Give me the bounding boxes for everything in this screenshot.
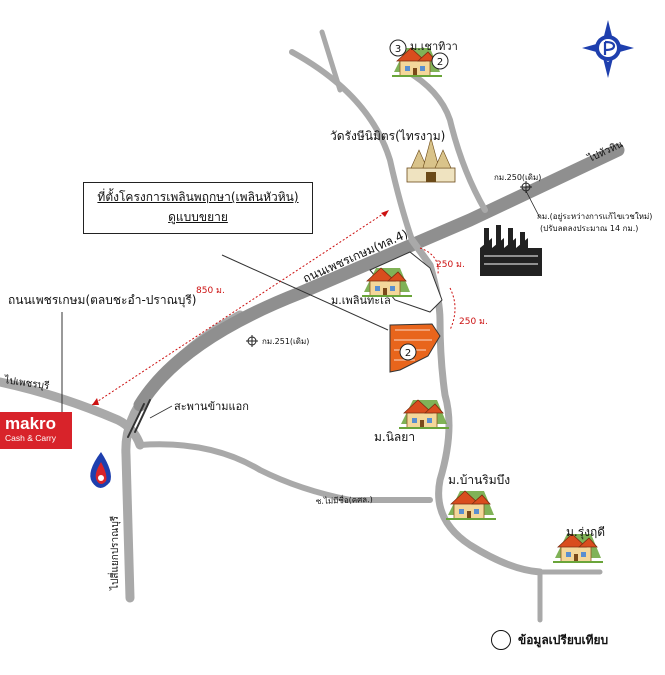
svg-text:2: 2	[437, 57, 443, 68]
house-icon	[445, 490, 497, 520]
badge-2-site: 2	[399, 343, 417, 361]
label-temple: วัดรังษีนิมิตร(ไทรงาม)	[330, 129, 445, 143]
label-to-pranburi: ไปสี่แยกปราณบุรี	[107, 515, 121, 591]
road-local	[137, 441, 433, 503]
km-marker-icon	[246, 335, 258, 347]
road-north-2	[319, 29, 343, 93]
label-village-nilaya: ม.นิลยา	[374, 430, 415, 444]
road-to-phetchaburi	[0, 377, 145, 450]
distance-lines	[91, 211, 456, 406]
label-local-road: ซ.ไม่มีชื่อ(คศล.)	[316, 493, 373, 506]
project-location-box[interactable]: ที่ตั้งโครงการเพลินพฤกษา(เพลินหัวหิน) ดู…	[83, 182, 313, 234]
label-village-rungruedee: ม.รุ่งฤดี	[566, 525, 605, 540]
km-marker-icon	[520, 181, 541, 219]
road-site-south	[408, 236, 544, 576]
label-village-ban-rim-bueng: ม.บ้านริมบึง	[448, 473, 510, 487]
temple-icon	[406, 136, 456, 183]
label-distance-250b: 250 ม.	[459, 317, 488, 327]
label-km250: กม.250(เดิม)	[494, 173, 541, 182]
distance-line-850	[91, 211, 387, 406]
label-km-note-2: (ปรับลดลงประมาณ 14 กม.)	[540, 224, 638, 233]
road-bridge-link	[134, 399, 151, 433]
road-village-north	[402, 67, 488, 213]
badge-2-top: 2	[431, 52, 449, 70]
compass-icon	[582, 20, 634, 78]
label-bypass: ถนนเพชรเกษม(ตลบชะอำ-ปราณบุรี)	[8, 293, 196, 308]
svg-text:3: 3	[395, 44, 401, 55]
badge-3: 3	[389, 39, 407, 57]
road-north-temple	[289, 49, 415, 243]
makro-logo-name: makro	[5, 414, 57, 433]
makro-logo: makro Cash & Carry	[0, 412, 72, 449]
label-village-ploen-thale: ม.เพลินทะเล	[331, 294, 391, 307]
legend-text: ข้อมูลเปรียบเทียบ	[518, 633, 609, 647]
road-bridge-link-2	[127, 403, 145, 438]
label-km251: กม.251(เดิม)	[262, 337, 309, 346]
arrow-850-end	[381, 210, 389, 217]
ptt-gas-station-icon	[90, 452, 111, 488]
distance-line-250a	[419, 247, 439, 275]
factory-icon	[480, 225, 542, 276]
label-km-note-1: กม.(อยู่ระหว่างการแก้ไขเวชใหม่)	[537, 212, 652, 222]
house-icon	[398, 399, 450, 429]
makro-logo-sub: Cash & Carry	[5, 433, 57, 443]
label-distance-250a: 250 ม.	[436, 260, 465, 270]
svg-text:2: 2	[405, 348, 411, 359]
legend-circle-icon	[491, 630, 511, 650]
label-bridge: สะพานข้ามแอก	[174, 400, 249, 413]
label-village-chao-thiwa: ม.เชาทิวา	[410, 40, 458, 53]
road-network	[0, 29, 625, 623]
arrow-850-start	[92, 398, 99, 405]
distance-line-250b	[449, 287, 456, 331]
view-enlarged-link[interactable]: ดูแบบขยาย	[168, 210, 228, 224]
label-distance-850: 850 ม.	[196, 286, 225, 296]
road-highway-4	[133, 143, 625, 412]
leader-line	[221, 254, 389, 331]
project-title: ที่ตั้งโครงการเพลินพฤกษา(เพลินหัวหิน)	[97, 190, 299, 204]
